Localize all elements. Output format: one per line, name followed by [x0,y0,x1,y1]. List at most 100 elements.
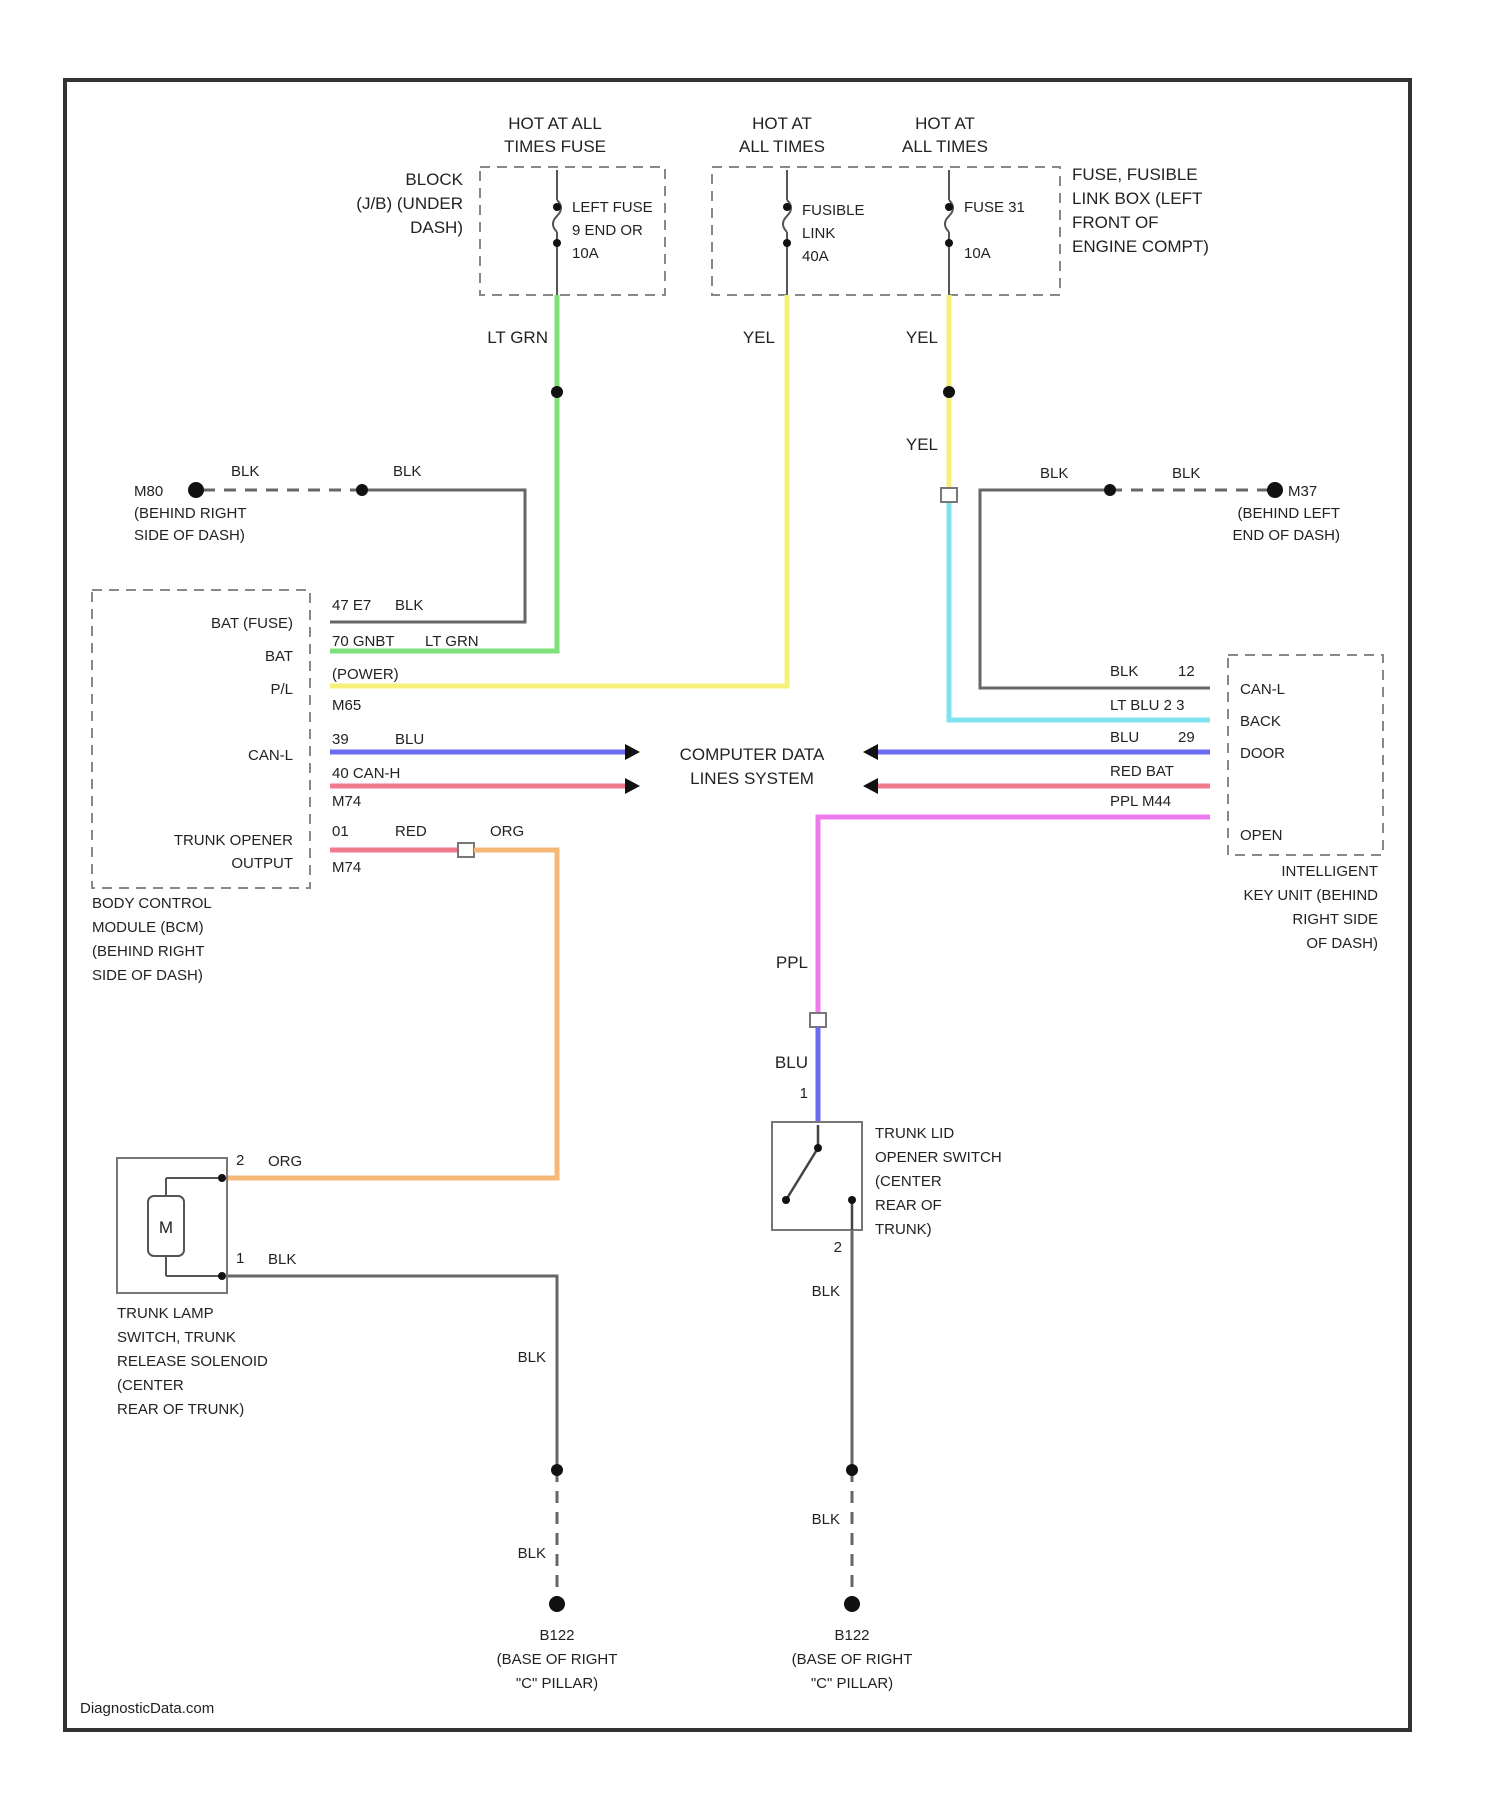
iku-pinno-3: 29 [1178,729,1195,746]
ground-bl-3: "C" PILLAR) [516,1675,598,1692]
bcm-pinno-6: 01 [332,823,349,840]
wire-blk-solenoid [222,1276,557,1470]
iku-pin-door: DOOR [1240,745,1285,762]
ground-m80-3: SIDE OF DASH) [134,527,245,544]
opener-label-5: TRUNK) [875,1221,932,1238]
box-label-4: ENGINE COMPT) [1072,237,1209,256]
bcm-pinno-3b: M65 [332,697,361,714]
bcm-pinno-2: 70 GNBT [332,633,395,650]
wire-blk-label-sol-c: BLK [518,1545,546,1562]
ground-m37-3: END OF DASH) [1232,527,1340,544]
opener-label-1: TRUNK LID [875,1125,954,1142]
right-fuse-header-1: HOT AT [915,114,975,133]
iku-label-1: INTELLIGENT [1281,863,1378,880]
arrow-iku-canl [863,744,878,760]
connector-ppl-blu [810,1013,826,1027]
left-fuse-label-2: 9 END OR [572,222,643,239]
opener-label-2: OPENER SWITCH [875,1149,1002,1166]
center-label-1: COMPUTER DATA [680,745,825,764]
bcm-pin-trunk-2: OUTPUT [231,855,293,872]
opener-pin1: 1 [800,1085,808,1102]
wire-blk-label-sw-b: BLK [812,1511,840,1528]
iku-label-4: OF DASH) [1306,935,1378,952]
wire-yel-label-c: YEL [906,435,938,454]
block-label-1: BLOCK [405,170,463,189]
watermark: DiagnosticData.com [80,1700,214,1717]
fuse-31-icon [945,170,953,295]
wire-blk-label-sw-a: BLK [812,1283,840,1300]
bcm-pinno-4: 39 [332,731,349,748]
bcm-pin-canl: CAN-L [248,747,293,764]
connector-red-org [458,843,474,857]
solenoid-label-3: RELEASE SOLENOID [117,1353,268,1370]
ground-br-1: B122 [834,1627,869,1644]
iku-pin-open: OPEN [1240,827,1283,844]
ground-m80-1: M80 [134,483,163,500]
wire-blk-label-m37-a: BLK [1040,465,1068,482]
motor-label: M [159,1218,173,1237]
ground-bl-2: (BASE OF RIGHT [497,1651,618,1668]
opener-pin2: 2 [834,1239,842,1256]
bcm-pin-bat-fuse: BAT (FUSE) [211,615,293,632]
fuse-31-label-2: 10A [964,245,991,262]
bcm-pin-pl: P/L [270,681,293,698]
bcm-pin-trunk-1: TRUNK OPENER [174,832,293,849]
wire-lt-blu [949,495,1210,720]
bcm-pinno-5: 40 CAN-H [332,765,400,782]
iku-pinno-2: LT BLU 2 3 [1110,697,1185,714]
solenoid-pin1: 1 [236,1250,244,1267]
bcm-pinno-1-wire: BLK [395,597,423,614]
wire-blk-label-sol-a: BLK [268,1251,296,1268]
bcm-pinno-3: (POWER) [332,666,399,683]
arrow-bcm-canh [625,778,640,794]
opener-label-4: REAR OF [875,1197,942,1214]
wire-org-label-a: ORG [490,823,524,840]
left-fuse-label-3: 10A [572,245,599,262]
iku-label-2: KEY UNIT (BEHIND [1244,887,1379,904]
bcm-label-1: BODY CONTROL [92,895,212,912]
left-fuse-header-1: HOT AT ALL [508,114,602,133]
left-fuse-icon [553,170,561,295]
iku-label-3: RIGHT SIDE [1292,911,1378,928]
middle-fuse-header-1: HOT AT [752,114,812,133]
solenoid-label-1: TRUNK LAMP [117,1305,214,1322]
box-label-2: LINK BOX (LEFT [1072,189,1202,208]
iku-pinno-1-wire: BLK [1110,663,1138,680]
iku-pin-canl: CAN-L [1240,681,1285,698]
fuse-fusible-link-box [712,167,1060,295]
solenoid-pin2: 2 [236,1152,244,1169]
fusible-link-label-3: 40A [802,248,829,265]
bcm-pinno-2-wire: LT GRN [425,633,479,650]
right-fuse-header-2: ALL TIMES [902,137,988,156]
iku-pinno-1: 12 [1178,663,1195,680]
bcm-pinno-5b: M74 [332,793,361,810]
ground-m37-1: M37 [1288,483,1317,500]
center-label-2: LINES SYSTEM [690,769,814,788]
bcm-label-2: MODULE (BCM) [92,919,204,936]
box-label-1: FUSE, FUSIBLE [1072,165,1198,184]
bcm-pinno-6b: M74 [332,859,361,876]
wire-blk-iku-ground [980,490,1210,688]
left-fuse-header-2: TIMES FUSE [504,137,606,156]
bcm-label-3: (BEHIND RIGHT [92,943,205,960]
wire-blk-label-m37-b: BLK [1172,465,1200,482]
solenoid-label-5: REAR OF TRUNK) [117,1401,244,1418]
wire-blk-label-m80-b: BLK [393,463,421,480]
wire-ppl [818,817,1210,1020]
diagram-frame [65,80,1410,1730]
left-fuse-label-1: LEFT FUSE [572,199,653,216]
solenoid-label-4: (CENTER [117,1377,184,1394]
wire-red-label: RED [395,823,427,840]
box-label-3: FRONT OF [1072,213,1159,232]
wire-blu-label: BLU [775,1053,808,1072]
ground-bl-1: B122 [539,1627,574,1644]
iku-pinno-5: PPL M44 [1110,793,1171,810]
ground-m37-2: (BEHIND LEFT [1237,505,1340,522]
wire-blk-label-sol-b: BLK [518,1349,546,1366]
fusible-link-label-2: LINK [802,225,835,242]
bcm-pinno-1: 47 E7 [332,597,371,614]
bcm-pinno-4-wire: BLU [395,731,424,748]
connector-yel-ltblu [941,488,957,502]
wire-blk-label-m80-a: BLK [231,463,259,480]
